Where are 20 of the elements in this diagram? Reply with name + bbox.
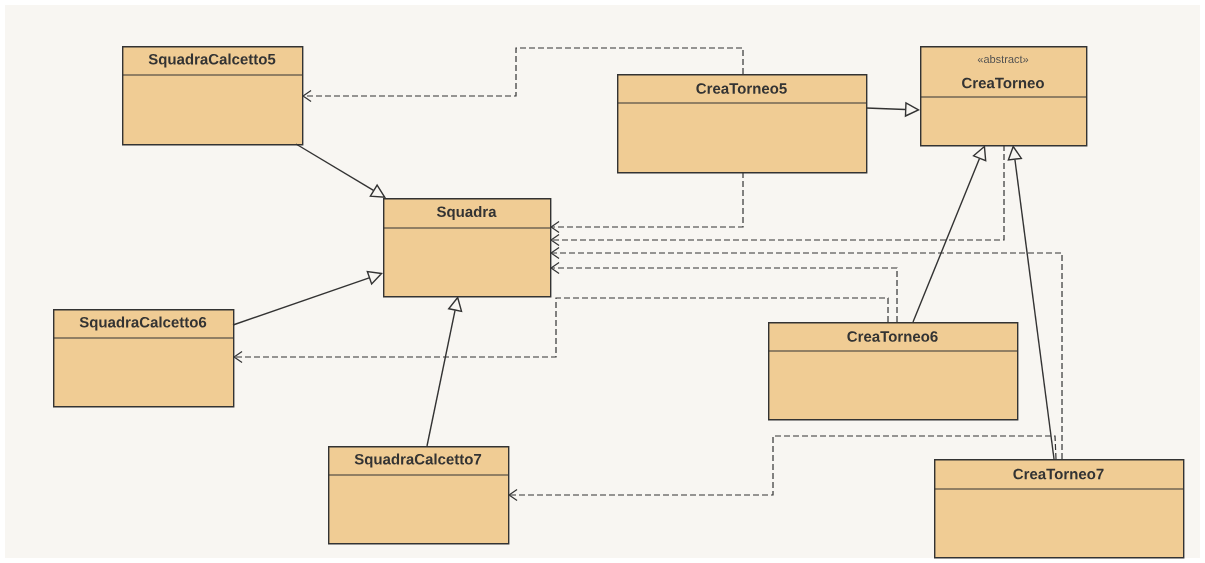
class-box: CreaTorneo6 [767, 322, 1019, 421]
dependency-arrow [508, 435, 1057, 502]
dependency-arrow [233, 297, 889, 364]
class-box: SquadraCalcetto7 [327, 446, 510, 545]
dependency-arrow [550, 261, 898, 323]
inheritance-arrow [426, 296, 463, 447]
inheritance-arrow [912, 145, 987, 323]
dependency-arrow [550, 246, 1063, 460]
inheritance-arrow [295, 143, 386, 198]
class-box: SquadraCalcetto5 [121, 46, 304, 146]
class-box: Squadra [382, 198, 552, 298]
class-box: CreaTorneo5 [616, 74, 868, 174]
class-box: «abstract» CreaTorneo [919, 46, 1088, 147]
inheritance-arrow [1007, 145, 1055, 460]
dependency-arrow [302, 47, 744, 103]
class-box: SquadraCalcetto6 [52, 309, 235, 408]
dependency-arrow [550, 144, 1005, 247]
inheritance-arrow [232, 270, 383, 326]
class-box: CreaTorneo7 [933, 459, 1185, 559]
dependency-arrow [550, 171, 744, 234]
